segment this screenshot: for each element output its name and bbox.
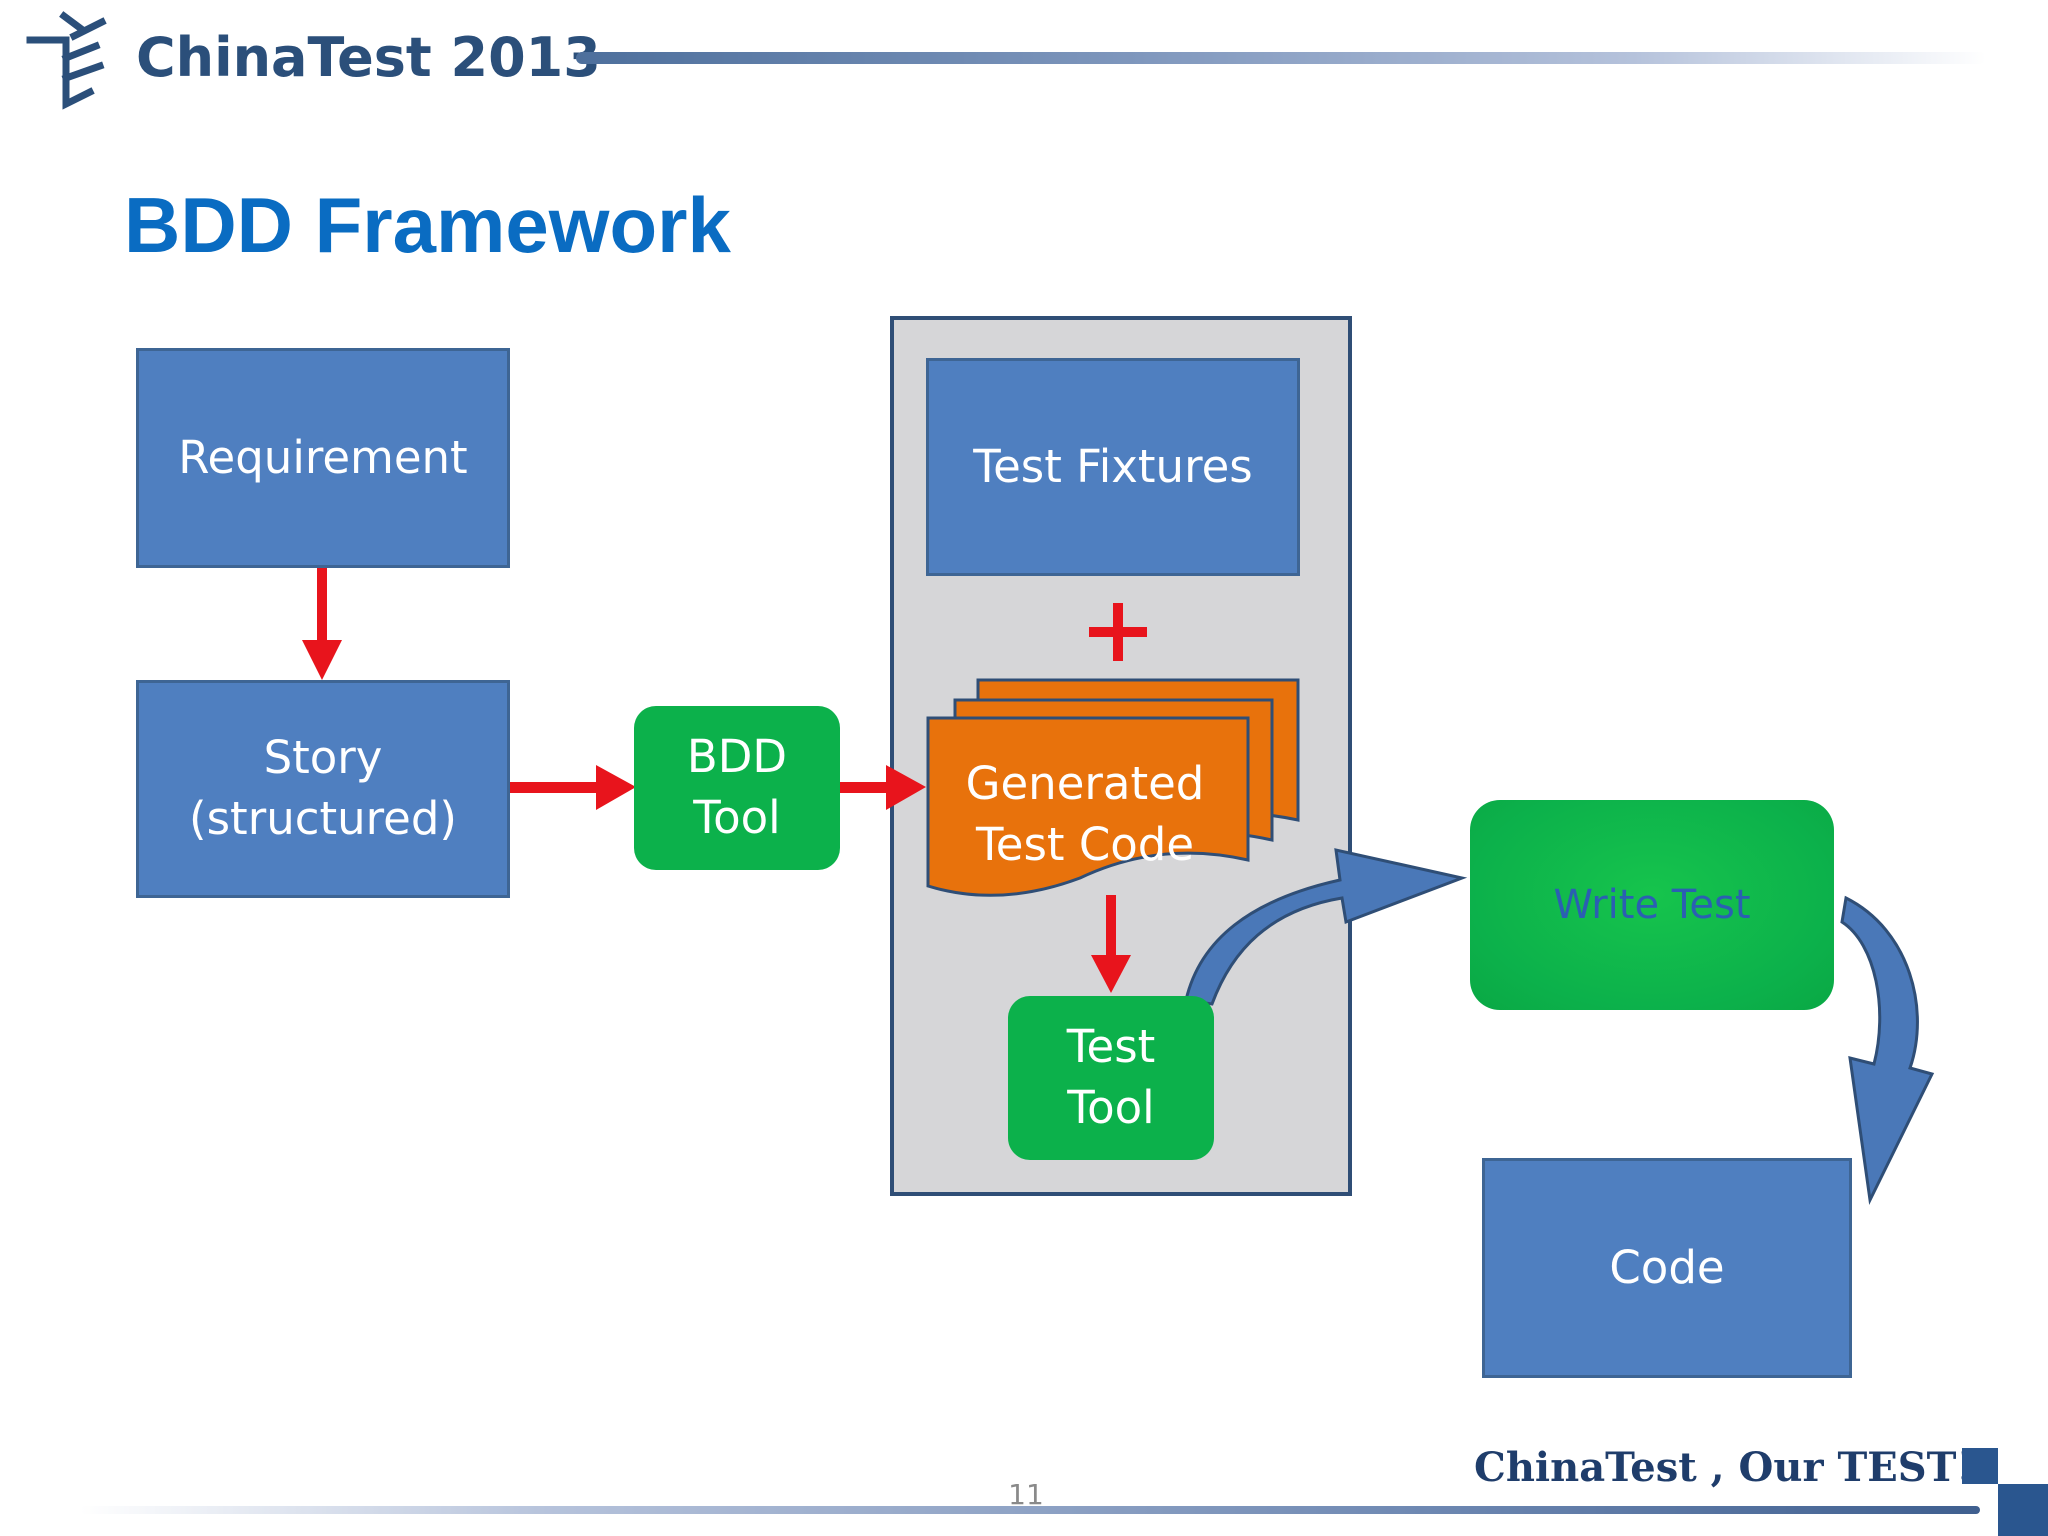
- page-number: 11: [1008, 1478, 1044, 1511]
- header-divider: [576, 52, 1986, 64]
- arrow-story-to-bdd-tool: [508, 765, 636, 810]
- story-label-line2: (structured): [189, 792, 457, 845]
- arrow-generated-to-test-tool: [1091, 895, 1131, 993]
- slide-title: BDD Framework: [124, 181, 731, 269]
- bdd-tool-label-line2: Tool: [693, 791, 781, 844]
- story-box: Story (structured): [136, 680, 510, 898]
- bdd-tool-box: BDD Tool: [634, 706, 840, 870]
- plus-icon: [1089, 603, 1147, 661]
- test-tool-box: Test Tool: [1008, 996, 1214, 1160]
- code-label: Code: [1609, 1240, 1725, 1294]
- header-brand: ChinaTest 2013: [136, 26, 601, 89]
- curved-arrow-to-code: [1840, 895, 1935, 1206]
- generated-label-line1: Generated: [965, 757, 1205, 811]
- footer-square-icon: [1962, 1448, 1998, 1484]
- test-tool-label-line1: Test: [1066, 1020, 1156, 1074]
- story-label-line1: Story: [263, 731, 383, 785]
- test-fixtures-label: Test Fixtures: [973, 439, 1253, 493]
- requirement-box: Requirement: [136, 348, 510, 568]
- generated-test-code-label: Generated Test Code: [935, 740, 1235, 890]
- arrow-bdd-tool-to-generated: [840, 765, 926, 810]
- chinatest-logo-icon: [26, 11, 107, 110]
- bdd-tool-label-line1: BDD: [686, 730, 788, 784]
- code-box: Code: [1482, 1158, 1852, 1378]
- arrow-requirement-to-story: [302, 565, 342, 680]
- generated-test-code-doc-icon: [926, 678, 1300, 897]
- write-test-box: Write Test: [1470, 800, 1834, 1010]
- curved-arrow-to-write-test: [1184, 848, 1468, 1006]
- test-fixtures-box: Test Fixtures: [926, 358, 1300, 576]
- test-tool-label-line2: Tool: [1067, 1081, 1155, 1134]
- requirement-label: Requirement: [178, 430, 468, 484]
- footer-square-icon: [1998, 1484, 2048, 1536]
- footer-divider: [80, 1506, 1980, 1514]
- write-test-label: Write Test: [1553, 882, 1751, 928]
- generated-label-line2: Test Code: [975, 818, 1195, 871]
- footer-slogan: ChinaTest , Our TEST!: [1474, 1444, 1974, 1491]
